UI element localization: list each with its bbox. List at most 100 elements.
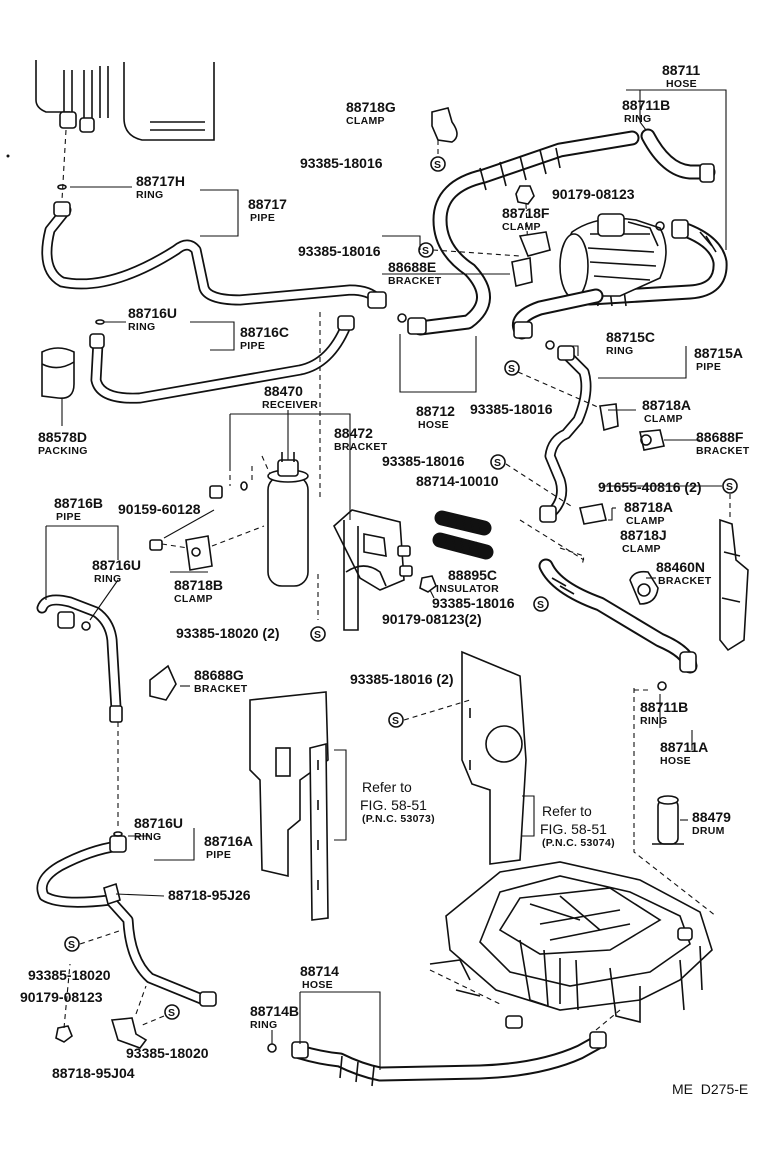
label-93385-18020-b: 93385-18020 <box>126 1045 209 1061</box>
label-88688g-pn: 88688G <box>194 667 244 683</box>
blower-unit <box>429 840 717 1031</box>
label-88711-pn: 88711 <box>662 62 700 78</box>
label-88479-name: DRUM <box>692 825 725 837</box>
label-88716u-mid-pn: 88716U <box>92 557 141 573</box>
label-88718j-name: CLAMP <box>622 543 661 555</box>
label-88717h-pn: 88717H <box>136 173 185 189</box>
leader-lines <box>45 89 727 1070</box>
label-88718-95j26: 88718-95J26 <box>168 887 251 903</box>
label-88716u-bot-pn: 88716U <box>134 815 183 831</box>
ref-right-line3: (P.N.C. 53074) <box>542 837 615 849</box>
label-88716u-top-name: RING <box>128 321 155 333</box>
label-88715c-name: RING <box>606 345 633 357</box>
label-88460n-name: BRACKET <box>658 575 712 587</box>
bracket-88472: S <box>310 509 413 642</box>
label-88718-95j04: 88718-95J04 <box>52 1065 135 1081</box>
label-88718f-pn: 88718F <box>502 205 550 221</box>
label-88895c-name: INSULATOR <box>436 583 499 595</box>
duct-plate-left <box>249 691 347 921</box>
label-88714b-pn: 88714B <box>250 1003 299 1019</box>
label-93385-ins2: 93385-18016 <box>432 595 515 611</box>
label-88714-pn: 88714 <box>300 963 339 979</box>
label-93385-2: 93385-18016 (2) <box>350 671 454 687</box>
ref-left-line1: Refer to <box>362 779 412 795</box>
label-88711b-top-name: RING <box>624 113 651 125</box>
svg-text:S: S <box>434 159 441 171</box>
compressor-hoses <box>397 128 728 350</box>
label-88479-pn: 88479 <box>692 809 731 825</box>
label-88688f-name: BRACKET <box>696 445 750 457</box>
label-88718j-pn: 88718J <box>620 527 667 543</box>
label-88716u-bot-name: RING <box>134 831 161 843</box>
label-88714-name: HOSE <box>302 979 333 991</box>
hose-88711a: S <box>533 558 698 840</box>
label-88578d-pn: 88578D <box>38 429 87 445</box>
label-93385-pipe: 93385-18016 <box>470 401 553 417</box>
label-90179-bot: 90179-08123 <box>20 989 103 1005</box>
label-88716b-name: PIPE <box>56 511 81 523</box>
label-88470-name: RECEIVER <box>262 399 318 411</box>
drum-88479 <box>652 795 684 845</box>
label-88711a-name: HOSE <box>660 755 691 767</box>
clamp-88718b <box>149 525 265 571</box>
label-88716c-pn: 88716C <box>240 324 289 340</box>
label-88715c-pn: 88715C <box>606 329 655 345</box>
label-88714b-name: RING <box>250 1019 277 1031</box>
packing-88578d <box>41 347 75 400</box>
pipe-88716a: S S <box>36 831 217 1049</box>
label-88472-name: BRACKET <box>334 441 388 453</box>
label-88718b-name: CLAMP <box>174 593 213 605</box>
label-90179-2: 90179-08123(2) <box>382 611 482 627</box>
label-88714-10010: 88714-10010 <box>416 473 499 489</box>
label-88688g-name: BRACKET <box>194 683 248 695</box>
label-88711b-top-pn: 88711B <box>622 97 670 113</box>
label-93385-ins: 93385-18016 <box>382 453 465 469</box>
label-88718a-mid-pn: 88718A <box>624 499 673 515</box>
label-88718a-top-name: CLAMP <box>644 413 683 425</box>
label-88895c-pn: 88895C <box>448 567 497 583</box>
label-88716u-mid-name: RING <box>94 573 121 585</box>
label-88460n-pn: 88460N <box>656 559 705 575</box>
svg-text:S: S <box>537 599 544 611</box>
pipe-88717 <box>41 129 387 309</box>
label-88718g-name: CLAMP <box>346 115 385 127</box>
clamp-88718g: S <box>430 107 458 172</box>
label-88712-pn: 88712 <box>416 403 455 419</box>
label-88718a-mid-name: CLAMP <box>626 515 665 527</box>
label-88717-name: PIPE <box>250 212 275 224</box>
svg-text:S: S <box>392 715 399 727</box>
label-93385-top: 93385-18016 <box>300 155 383 171</box>
label-88470-pn: 88470 <box>264 383 303 399</box>
label-88717h-name: RING <box>136 189 163 201</box>
pipe-88715a: S <box>504 345 665 523</box>
svg-text:S: S <box>422 245 429 257</box>
diagram-code: ME D275-E <box>672 1081 748 1097</box>
label-90179-top: 90179-08123 <box>552 186 635 202</box>
label-88716b-pn: 88716B <box>54 495 103 511</box>
label-88716u-top-pn: 88716U <box>128 305 177 321</box>
clamp-88718f: S <box>418 231 551 287</box>
ref-left-line2: FIG. 58-51 <box>360 797 427 813</box>
insulator-88895c: S <box>432 454 575 560</box>
label-88716a-pn: 88716A <box>204 833 253 849</box>
duct-plate-right: S <box>388 650 535 865</box>
part-labels: 88711 HOSE 88711B RING 88718G CLAMP 9338… <box>20 62 750 1081</box>
label-90159: 90159-60128 <box>118 501 201 517</box>
pipe-88716c <box>89 312 355 500</box>
label-88718f-name: CLAMP <box>502 221 541 233</box>
ref-right-line2: FIG. 58-51 <box>540 821 607 837</box>
label-88688e-name: BRACKET <box>388 275 442 287</box>
svg-text:S: S <box>168 1007 175 1019</box>
reference-notes: Refer to FIG. 58-51 (P.N.C. 53073) Refer… <box>360 779 615 849</box>
evaporator-unit <box>6 60 215 158</box>
bracket-88688g <box>149 664 177 701</box>
label-88578d-name: PACKING <box>38 445 88 457</box>
clamp-88718a-88718j <box>519 503 607 567</box>
label-88717-pn: 88717 <box>248 196 287 212</box>
svg-text:S: S <box>508 363 515 375</box>
ref-right-line1: Refer to <box>542 803 592 819</box>
label-88711b-bot-name: RING <box>640 715 667 727</box>
hose-88714 <box>267 1031 607 1087</box>
label-88711b-bot-pn: 88711B <box>640 699 688 715</box>
